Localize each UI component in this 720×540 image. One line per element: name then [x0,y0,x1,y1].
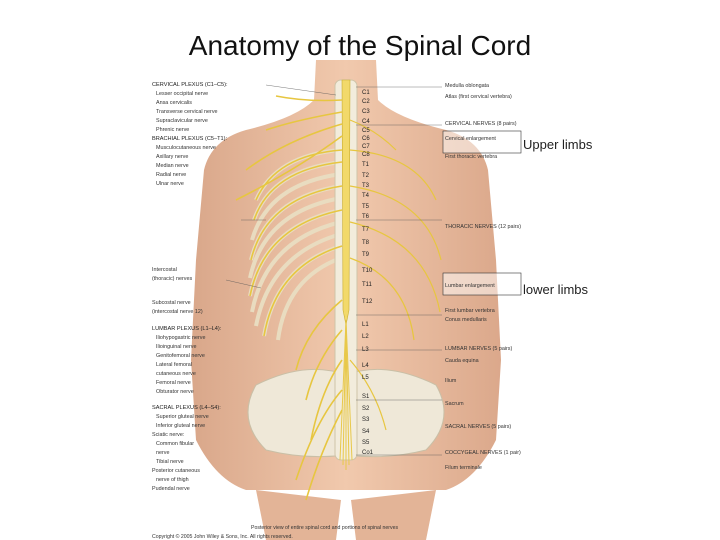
vertebra-label: T6 [362,214,370,220]
right-anatomy-label: Lumbar enlargement [445,283,495,289]
right-anatomy-label: Cauda equina [445,358,479,364]
left-label-group: CERVICAL PLEXUS (C1–C5): Lesser occipital… [152,82,228,492]
left-anatomy-label: Phrenic nerve [156,127,189,133]
left-anatomy-label: Femoral nerve [156,380,191,386]
left-anatomy-label: Intercostal [152,267,177,273]
vertebra-label: S3 [362,417,370,423]
right-anatomy-label: First lumbar vertebra [445,308,495,314]
left-anatomy-label: Superior gluteal nerve [156,414,209,420]
vertebra-label: C8 [362,152,370,158]
left-anatomy-label: Ulnar nerve [156,181,184,187]
left-anatomy-label: SACRAL PLEXUS (L4–S4): [152,405,221,411]
left-anatomy-label: cutaneous nerve [156,371,196,377]
right-anatomy-label: Atlas (first cervical vertebra) [445,94,512,100]
right-anatomy-label: Cervical enlargement [445,136,496,142]
vertebra-label: T5 [362,204,370,210]
left-anatomy-label: Lateral femoral [156,362,192,368]
vertebra-label: L2 [362,334,369,340]
left-anatomy-label: Radial nerve [156,172,186,178]
left-anatomy-label: Genitofemoral nerve [156,353,205,359]
vertebra-label: C7 [362,144,370,150]
vertebra-label: T10 [362,268,373,274]
left-anatomy-label: (intercostal nerve 12) [152,309,203,315]
left-anatomy-label: Sciatic nerve: [152,432,184,438]
vertebra-label: T7 [362,227,370,233]
vertebra-label: T3 [362,183,370,189]
vertebra-label: C4 [362,119,370,125]
left-anatomy-label: (thoracic) nerves [152,276,192,282]
vertebra-label: C3 [362,109,370,115]
vertebra-label: C1 [362,90,370,96]
right-anatomy-label: COCCYGEAL NERVES (1 pair) [445,450,521,456]
left-anatomy-label: CERVICAL PLEXUS (C1–C5): [152,82,228,88]
vertebra-label: T2 [362,173,370,179]
left-anatomy-label: nerve of thigh [156,477,189,483]
right-anatomy-label: Medulla oblongata [445,83,489,89]
left-anatomy-label: Axillary nerve [156,154,188,160]
left-anatomy-label: Pudendal nerve [152,486,190,492]
cervical-enlargement-box [442,130,522,154]
figure-caption: Posterior view of entire spinal cord and… [251,525,398,531]
left-anatomy-label: Posterior cutaneous [152,468,200,474]
vertebra-label: S1 [362,394,370,400]
page-title: Anatomy of the Spinal Cord [188,30,532,61]
left-anatomy-label: Common fibular [156,441,194,447]
right-anatomy-label: Ilium [445,378,457,384]
spinal-cord-illustration: C1C2C3C4C5C6C7C8T1T2T3T4T5T6T7T8T9T10T11… [152,60,522,540]
left-anatomy-label: Musculocutaneous nerve [156,145,216,151]
right-anatomy-label: CERVICAL NERVES (8 pairs) [445,121,517,127]
upper-limbs-note: Upper limbs [523,137,593,152]
vertebra-label: T9 [362,252,370,258]
vertebra-label: S2 [362,406,370,412]
vertebra-label: T12 [362,299,373,305]
left-anatomy-label: Ansa cervicalis [156,100,192,106]
right-anatomy-label: THORACIC NERVES (12 pairs) [445,224,521,230]
lower-limbs-note: lower limbs [523,282,589,297]
vertebra-label: S5 [362,440,370,446]
vertebra-label-group: C1C2C3C4C5C6C7C8T1T2T3T4T5T6T7T8T9T10T11… [362,90,374,456]
right-anatomy-label: LUMBAR NERVES (5 pairs) [445,346,513,352]
right-anatomy-label: Conus medullaris [445,317,487,323]
vertebra-label: L5 [362,375,369,381]
right-anatomy-label: Filum terminale [445,465,482,471]
left-anatomy-label: Iliohypogastric nerve [156,335,205,341]
vertebra-label: L1 [362,322,369,328]
vertebra-label: C6 [362,136,370,142]
left-anatomy-label: Subcostal nerve [152,300,191,306]
left-anatomy-label: Supraclavicular nerve [156,118,208,124]
vertebra-label: S4 [362,429,370,435]
vertebra-label: Co1 [362,450,374,456]
right-anatomy-label: First thoracic vertebra [445,154,497,160]
lumbar-enlargement-box [442,272,522,296]
left-anatomy-label: Transverse cervical nerve [156,109,218,115]
left-anatomy-label: Ilioinguinal nerve [156,344,196,350]
vertebra-label: T8 [362,240,370,246]
left-anatomy-label: Obturator nerve [156,389,194,395]
cauda-equina [339,319,353,470]
left-anatomy-label: Median nerve [156,163,189,169]
left-anatomy-label: BRACHIAL PLEXUS (C5–T1): [152,136,227,142]
spinal-cord [341,79,351,326]
left-anatomy-label: nerve [156,450,170,456]
left-anatomy-label: Tibial nerve [156,459,184,465]
right-anatomy-label: Sacrum [445,401,464,407]
leader-lines [225,84,442,456]
left-anatomy-label: LUMBAR PLEXUS (L1–L4): [152,326,222,332]
copyright-line: Copyright © 2005 John Wiley & Sons, Inc.… [152,533,293,540]
vertebra-label: L4 [362,363,369,369]
vertebra-label: C5 [362,128,370,134]
vertebra-label: T11 [362,282,373,288]
left-anatomy-label: Inferior gluteal nerve [156,423,205,429]
vertebra-label: T4 [362,193,370,199]
vertebra-label: C2 [362,99,370,105]
right-anatomy-label: SACRAL NERVES (5 pairs) [445,424,511,430]
spinal-nerves-left [235,95,343,501]
left-anatomy-label: Lesser occipital nerve [156,91,208,97]
spinal-nerves-right [349,119,442,431]
vertebra-label: T1 [362,162,370,168]
